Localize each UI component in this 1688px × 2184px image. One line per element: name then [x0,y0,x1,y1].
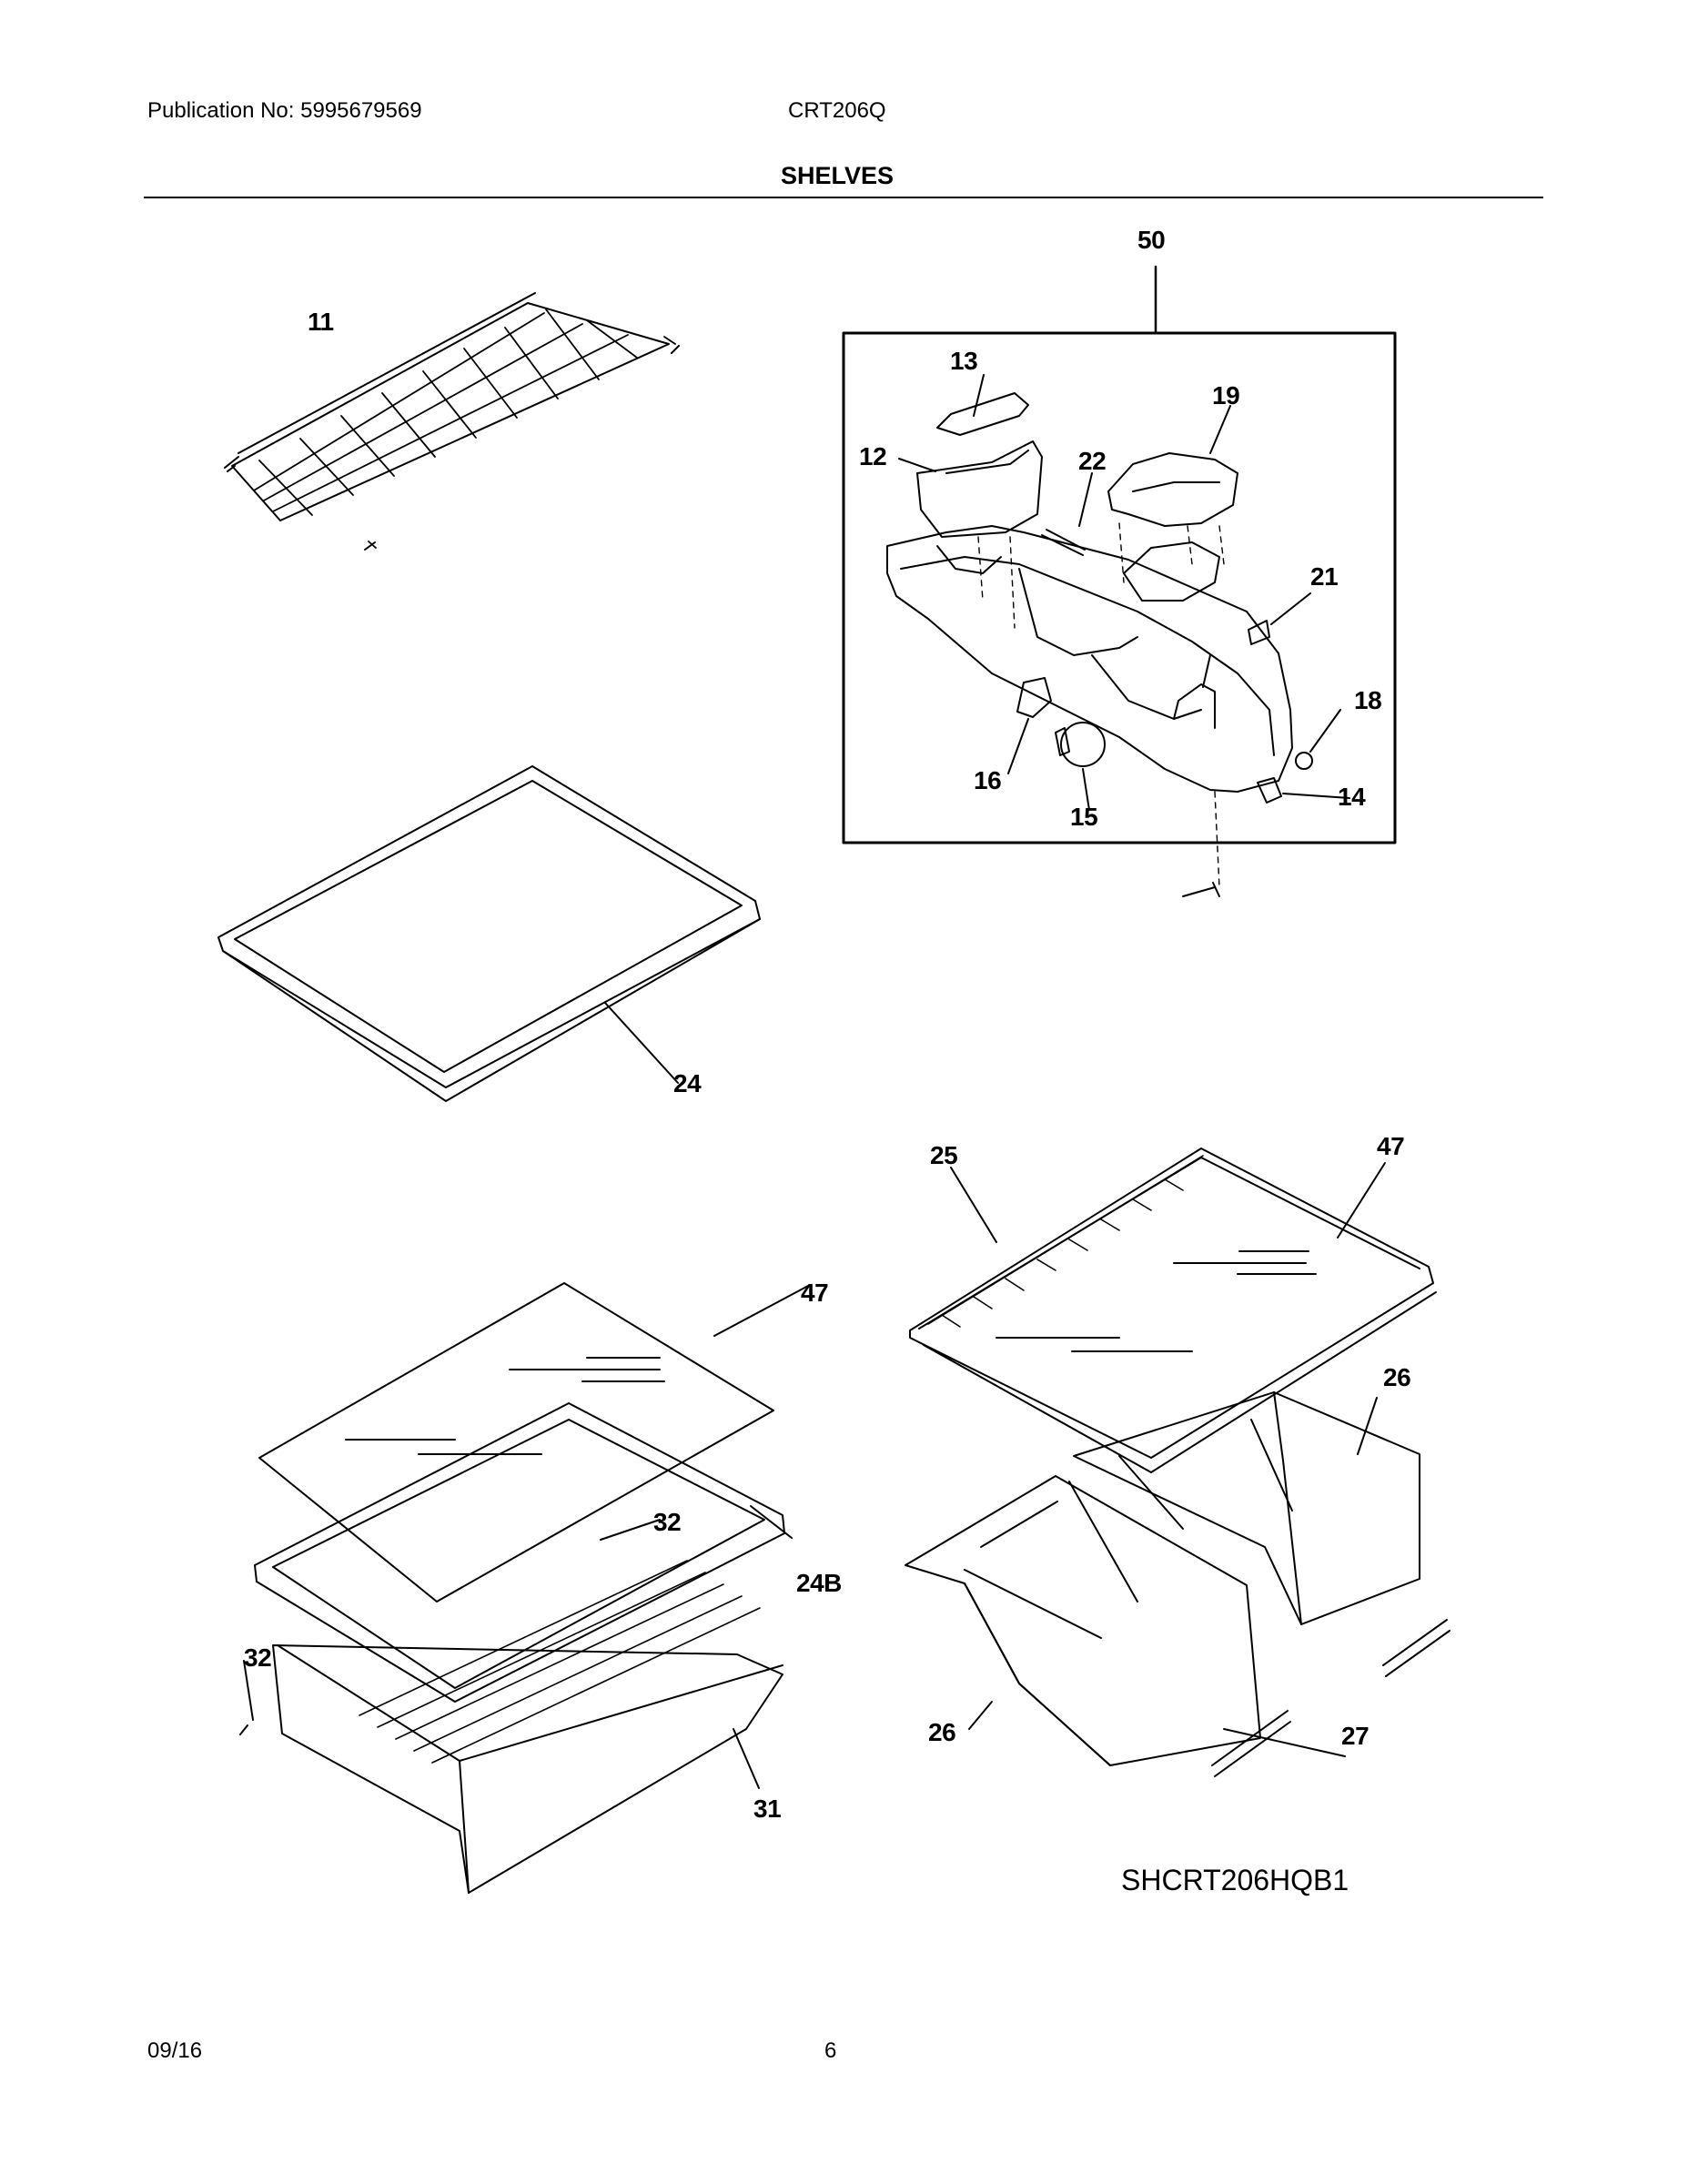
callout-50: 50 [1137,226,1166,254]
footer-date: 09/16 [147,2038,203,2063]
header-divider [144,197,1543,198]
wire-shelf-drawing [225,293,679,550]
callout-32-pan: 32 [244,1643,272,1672]
section-title: SHELVES [781,162,895,189]
callout-13: 13 [950,347,978,375]
callout-24: 24 [673,1069,702,1097]
light-housing-drawing [844,267,1395,896]
callout-27: 27 [1341,1722,1370,1750]
callout-47-lower: 47 [801,1279,829,1307]
callout-31: 31 [753,1795,782,1823]
crisper-drawers-drawing [905,1392,1450,1776]
callout-25: 25 [930,1141,958,1169]
footer-page-number: 6 [824,2038,837,2063]
callout-11: 11 [308,308,334,336]
callout-26-left: 26 [928,1718,956,1746]
callout-32-frame: 32 [653,1508,682,1536]
callout-22: 22 [1078,447,1107,475]
callout-19: 19 [1212,381,1240,410]
callout-14: 14 [1338,783,1366,811]
crisper-pan-drawing [240,1283,810,1893]
model-number: CRT206Q [788,98,886,123]
callout-24b: 24B [796,1569,842,1597]
glass-shelf-drawing [218,766,760,1101]
diagram-code: SHCRT206HQB1 [1121,1864,1349,1896]
crisper-cover-drawing [910,1148,1436,1472]
publication-number: Publication No: 5995679569 [147,98,422,123]
callout-12: 12 [859,442,887,470]
callout-16: 16 [974,766,1002,794]
callout-47-upper: 47 [1377,1132,1405,1160]
callout-15: 15 [1070,803,1098,831]
callout-18: 18 [1354,686,1382,714]
callout-26-right: 26 [1383,1363,1411,1391]
callout-21: 21 [1310,562,1339,591]
